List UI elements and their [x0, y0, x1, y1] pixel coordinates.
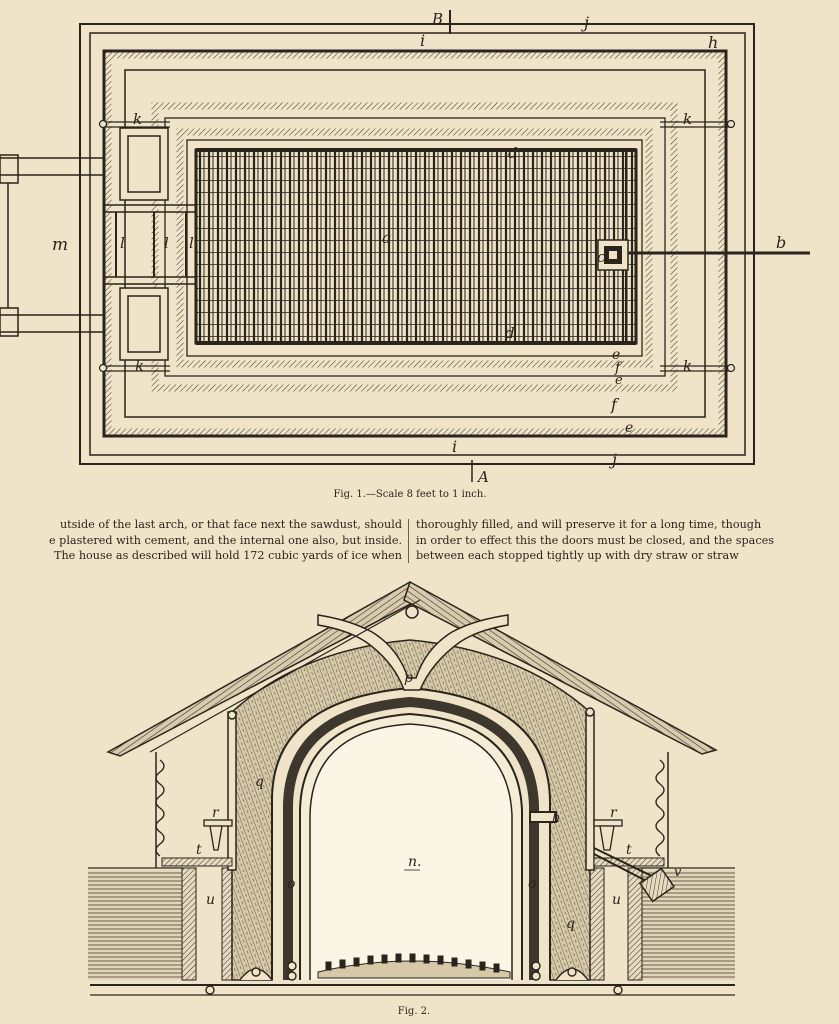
label-l-1: l [120, 234, 125, 252]
label-u-right: u [612, 892, 621, 908]
label-k-4: k [683, 357, 692, 375]
entrance-passage-m [0, 127, 196, 361]
label-d-top: d [508, 144, 518, 162]
text-line: thoroughly filled, and will preserve it … [416, 518, 762, 531]
label-u-left: u [206, 892, 215, 908]
label-q-left: q [255, 774, 264, 790]
label-b: b [776, 233, 786, 252]
column-divider [408, 519, 409, 563]
label-v: v [674, 865, 682, 880]
text-column-right: thoroughly filled, and will preserve it … [416, 517, 834, 565]
label-k-3: k [135, 357, 144, 375]
wall-h-inner [124, 69, 706, 418]
base-drains [205, 961, 623, 995]
label-t-left: t [196, 842, 202, 858]
ground-left [88, 870, 183, 980]
arch-ring [283, 696, 539, 980]
figure-1-plan: B A j j i i h k k k k m l l l a b c d d … [0, 10, 810, 500]
label-r-left: r [212, 805, 220, 821]
label-B: B [431, 10, 443, 28]
label-j-top: j [581, 13, 589, 32]
text-line: The house as described will hold 172 cub… [54, 549, 402, 562]
wall-f-inner [164, 117, 666, 377]
outer-wall-j [79, 23, 755, 465]
ice-chamber-grating [194, 148, 638, 345]
text-line: utside of the last arch, or that face ne… [59, 518, 402, 531]
label-A: A [476, 468, 489, 486]
label-n: n. [408, 854, 421, 870]
figure-1-caption: Fig. 1.—Scale 8 feet to 1 inch. [333, 489, 486, 500]
trap-v [638, 867, 676, 903]
label-q-right: q [566, 916, 575, 932]
roof-brace [317, 605, 509, 691]
outer-wall-j-inner [89, 32, 746, 456]
label-h: h [552, 811, 560, 826]
outer-wall-right [589, 867, 605, 981]
floor-t-left [161, 857, 233, 867]
text-column-left: utside of the last arch, or that face ne… [0, 517, 402, 565]
label-o-left: o [287, 876, 295, 892]
body-text: utside of the last arch, or that face ne… [0, 517, 839, 565]
text-line: in order to effect this the doors must b… [416, 533, 774, 547]
label-o-right: o [528, 876, 536, 892]
label-l-3: l [189, 234, 194, 252]
label-e-1: e [612, 347, 620, 363]
label-k-2: k [683, 110, 692, 128]
outer-wall-left [181, 867, 197, 981]
label-i-top: i [420, 31, 425, 50]
label-j-bottom: j [609, 450, 617, 469]
floor-grating [317, 953, 511, 979]
label-k-1: k [133, 110, 142, 128]
label-p: p [404, 670, 413, 686]
label-h: h [708, 33, 718, 52]
label-i-bottom: i [452, 437, 457, 456]
shelf-r-right [593, 819, 623, 851]
text-line: between each stopped tightly up with dry… [416, 549, 739, 562]
label-e-3: e [625, 420, 633, 436]
shelf-r-left [203, 819, 233, 851]
figure-2-section: p q q r r t t u u o o n. h v Fig. 2. [88, 580, 735, 1017]
label-r-right: r [610, 805, 618, 821]
label-t-right: t [626, 842, 632, 858]
wall-e [176, 128, 653, 368]
label-f-1: f [614, 360, 623, 376]
outer-wall-right-inner [627, 867, 643, 981]
text-line: e plastered with cement, and the interna… [48, 533, 402, 547]
label-d-bottom: d [505, 324, 515, 342]
label-f-2: f [610, 395, 620, 414]
tie-rods-k [98, 119, 736, 373]
figure-2-caption: Fig. 2. [398, 1006, 430, 1017]
wall-i [102, 49, 728, 438]
passage-doors-l [115, 212, 187, 277]
chain-right [655, 759, 665, 857]
label-l-2: l [164, 234, 169, 252]
label-a: a [382, 228, 392, 247]
label-e-2: e [615, 373, 623, 388]
label-c: c [597, 248, 606, 266]
wall-h-hatched [104, 51, 726, 436]
chain-left [155, 759, 165, 857]
label-m: m [52, 235, 68, 255]
